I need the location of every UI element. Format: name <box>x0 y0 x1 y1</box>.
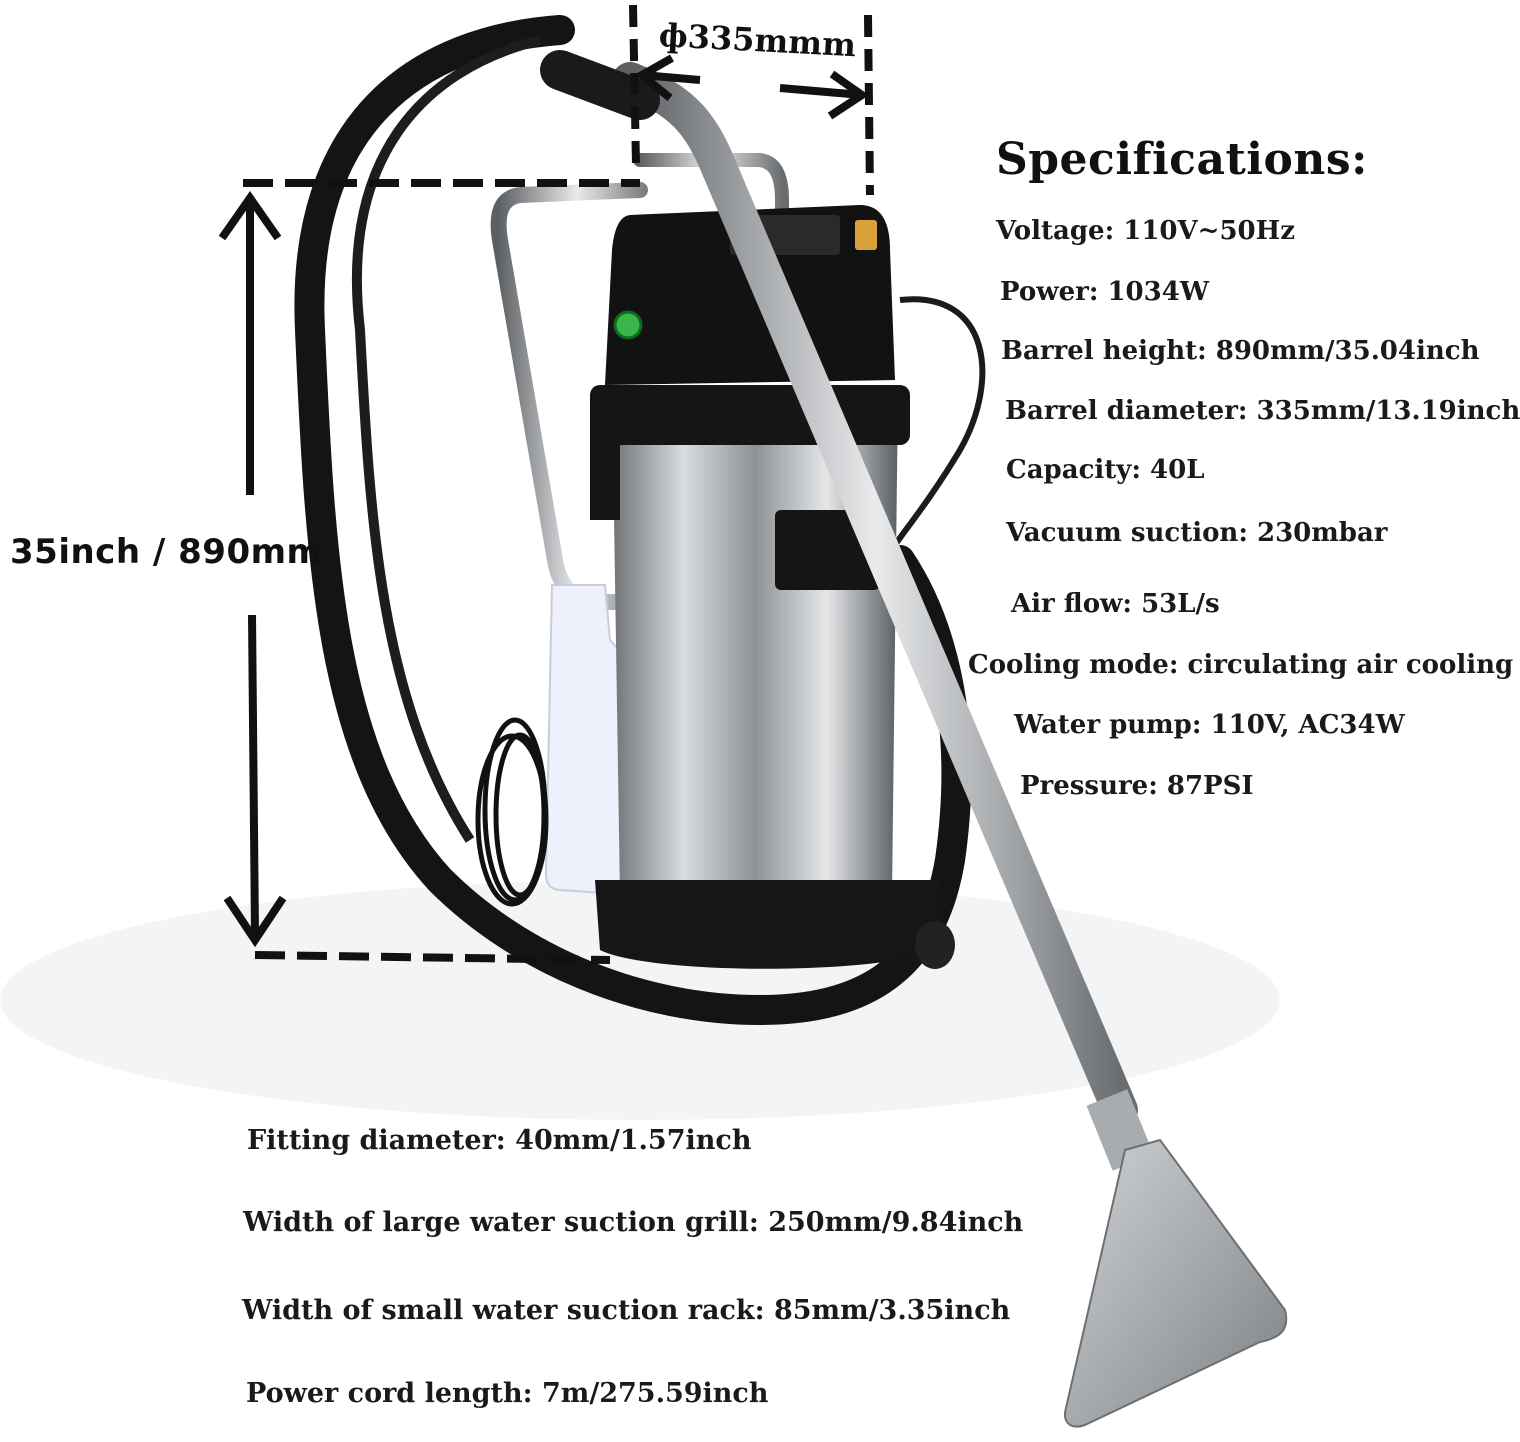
pressure-hose <box>892 296 986 547</box>
power-cord-coil <box>475 717 549 907</box>
green-label-icon <box>613 310 643 340</box>
top-handle <box>633 153 789 222</box>
diameter-dimension <box>629 4 874 196</box>
floor-nozzle <box>1064 1138 1288 1428</box>
spray-tube <box>351 35 542 843</box>
head-clamp-ring <box>590 385 910 445</box>
spec-barrel-diameter: Barrel diameter: 335mm/13.19inch <box>1005 396 1520 426</box>
spec-vacuum-suction: Vacuum suction: 230mbar <box>1006 518 1388 548</box>
spec-pressure: Pressure: 87PSI <box>1020 771 1254 801</box>
side-latch <box>590 410 620 520</box>
power-switch-icon <box>855 220 877 250</box>
specifications-title: Specifications: <box>996 134 1368 185</box>
spec-large-grill-width: Width of large water suction grill: 250m… <box>243 1207 1024 1238</box>
spec-air-flow: Air flow: 53L/s <box>1011 589 1220 619</box>
suction-hose <box>294 15 972 1026</box>
barrel-base <box>595 880 940 969</box>
spec-power: Power: 1034W <box>1000 277 1210 307</box>
height-label: 35inch / 890mm <box>10 532 323 572</box>
spec-barrel-height: Barrel height: 890mm/35.04inch <box>1001 336 1480 366</box>
wand-handle-grip <box>540 50 660 120</box>
spec-power-cord-length: Power cord length: 7m/275.59inch <box>246 1378 769 1409</box>
spec-voltage: Voltage: 110V~50Hz <box>996 216 1295 246</box>
height-dimension <box>218 179 640 964</box>
spec-water-pump: Water pump: 110V, AC34W <box>1014 710 1405 740</box>
spec-capacity: Capacity: 40L <box>1006 455 1205 485</box>
caster-wheel <box>915 921 955 969</box>
spec-cooling-mode: Cooling mode: circulating air cooling <box>968 650 1514 680</box>
spec-fitting-diameter: Fitting diameter: 40mm/1.57inch <box>247 1125 752 1156</box>
spec-small-rack-width: Width of small water suction rack: 85mm/… <box>242 1295 1011 1326</box>
